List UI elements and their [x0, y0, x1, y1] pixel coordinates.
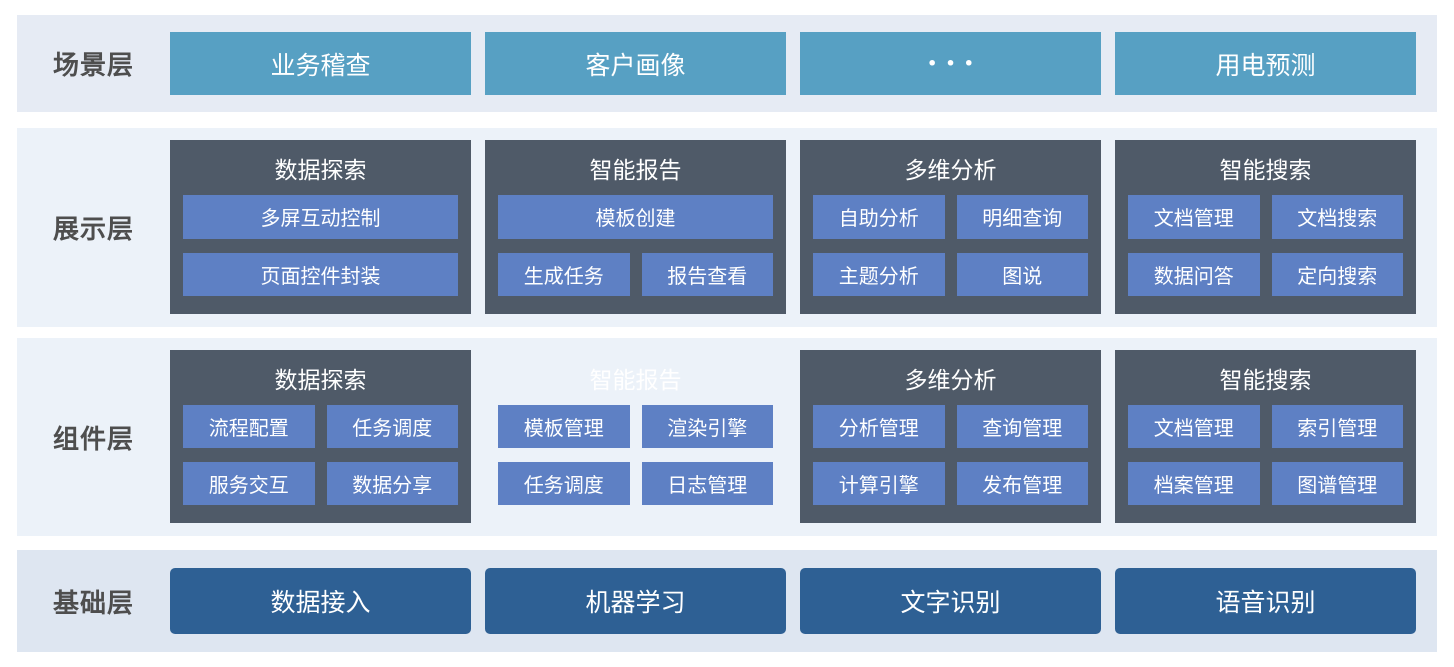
module-group-smart-report: 智能报告 模板管理 渲染引擎 任务调度 日志管理: [485, 350, 786, 523]
base-layer-band: 基础层 数据接入 机器学习 文字识别 语音识别: [17, 550, 1437, 652]
module-item: 任务调度: [326, 405, 458, 448]
module-item: 计算引擎: [813, 462, 945, 505]
module-item: 自助分析: [813, 195, 945, 239]
scenario-box: 用电预测: [1115, 32, 1416, 95]
layer-label-scenario: 场景层: [52, 50, 134, 80]
module-item: 档案管理: [1128, 462, 1260, 505]
module-item: 主题分析: [813, 252, 945, 296]
module-item: 查询管理: [956, 405, 1088, 448]
group-items: 模板管理 渲染引擎 任务调度 日志管理: [498, 405, 773, 523]
base-box: 语音识别: [1115, 568, 1416, 634]
group-items: 分析管理 查询管理 计算引擎 发布管理: [813, 405, 1088, 523]
scenario-box: 客户画像: [485, 32, 786, 95]
module-item: 数据问答: [1128, 252, 1260, 296]
group-title: 数据探索: [274, 157, 367, 183]
display-groups: 数据探索 多屏互动控制 页面控件封装 智能报告 模板创建 生成任务 报告查看 多…: [170, 128, 1416, 327]
group-items: 文档管理 文档搜索 数据问答 定向搜索: [1128, 195, 1403, 314]
module-group-multidim-analysis: 多维分析 分析管理 查询管理 计算引擎 发布管理: [800, 350, 1101, 523]
scenario-boxes: 业务稽查 客户画像 ··· 用电预测: [170, 15, 1416, 112]
module-item: 定向搜索: [1271, 252, 1403, 296]
module-item: 文档管理: [1128, 195, 1260, 239]
module-item: 服务交互: [183, 462, 315, 505]
group-items: 自助分析 明细查询 主题分析 图说: [813, 195, 1088, 314]
module-item: 文档搜索: [1271, 195, 1403, 239]
group-title: 智能报告: [589, 157, 682, 183]
component-layer-band: 组件层 数据探索 流程配置 任务调度 服务交互 数据分享 智能报告: [17, 338, 1437, 536]
module-item: 报告查看: [641, 252, 773, 296]
scenario-box: 业务稽查: [170, 32, 471, 95]
module-group-smart-search: 智能搜索 文档管理 文档搜索 数据问答 定向搜索: [1115, 140, 1416, 314]
group-title: 智能报告: [589, 367, 682, 393]
module-item: 页面控件封装: [183, 252, 458, 296]
module-item: 图谱管理: [1271, 462, 1403, 505]
display-layer-band: 展示层 数据探索 多屏互动控制 页面控件封装 智能报告 模板创建 生成任务 报告…: [17, 128, 1437, 327]
module-item: 图说: [956, 252, 1088, 296]
group-items: 模板创建 生成任务 报告查看: [498, 195, 773, 314]
module-item: 日志管理: [641, 462, 773, 505]
module-item: 数据分享: [326, 462, 458, 505]
group-title: 数据探索: [274, 367, 367, 393]
module-item: 生成任务: [498, 252, 630, 296]
module-group-smart-search: 智能搜索 文档管理 索引管理 档案管理 图谱管理: [1115, 350, 1416, 523]
module-group-multidim-analysis: 多维分析 自助分析 明细查询 主题分析 图说: [800, 140, 1101, 314]
module-item: 分析管理: [813, 405, 945, 448]
module-item: 多屏互动控制: [183, 195, 458, 239]
module-item: 模板管理: [498, 405, 630, 448]
layer-label-base: 基础层: [52, 587, 134, 618]
component-groups: 数据探索 流程配置 任务调度 服务交互 数据分享 智能报告 模板管理: [170, 338, 1416, 536]
group-title: 多维分析: [904, 157, 997, 183]
base-box: 机器学习: [485, 568, 786, 634]
module-group-smart-report: 智能报告 模板创建 生成任务 报告查看: [485, 140, 786, 314]
base-boxes: 数据接入 机器学习 文字识别 语音识别: [170, 550, 1416, 652]
layer-label-component: 组件层: [52, 423, 134, 454]
base-box: 数据接入: [170, 568, 471, 634]
layer-label-display: 展示层: [52, 214, 134, 244]
module-item: 流程配置: [183, 405, 315, 448]
group-title: 智能搜索: [1219, 157, 1312, 183]
module-group-data-exploration: 数据探索 流程配置 任务调度 服务交互 数据分享: [170, 350, 471, 523]
module-item: 索引管理: [1271, 405, 1403, 448]
group-items: 文档管理 索引管理 档案管理 图谱管理: [1128, 405, 1403, 523]
module-item: 模板创建: [498, 195, 773, 239]
group-title: 多维分析: [904, 367, 997, 393]
module-group-data-exploration: 数据探索 多屏互动控制 页面控件封装: [170, 140, 471, 314]
base-box: 文字识别: [800, 568, 1101, 634]
module-item: 渲染引擎: [641, 405, 773, 448]
group-title: 智能搜索: [1219, 367, 1312, 393]
scenario-box-ellipsis: ···: [800, 32, 1101, 95]
scenario-layer-band: 场景层 业务稽查 客户画像 ··· 用电预测: [17, 15, 1437, 112]
module-item: 任务调度: [498, 462, 630, 505]
group-items: 多屏互动控制 页面控件封装: [183, 195, 458, 314]
group-items: 流程配置 任务调度 服务交互 数据分享: [183, 405, 458, 523]
module-item: 明细查询: [956, 195, 1088, 239]
module-item: 文档管理: [1128, 405, 1260, 448]
module-item: 发布管理: [956, 462, 1088, 505]
